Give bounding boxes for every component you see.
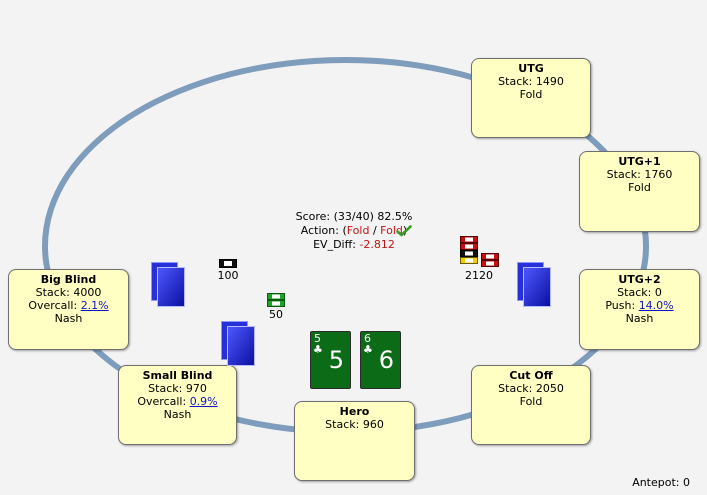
seat-name: UTG (518, 62, 544, 75)
bet-amount: 2120 (465, 269, 493, 282)
seat-action: Fold (628, 181, 651, 194)
action-prefix: Push: (605, 299, 636, 312)
card-rank: 6 (364, 332, 371, 345)
card-rank-large: 5 (328, 346, 344, 374)
seat-stack: Stack: 4000 (35, 286, 102, 299)
seat-action: Push: 14.0% (580, 299, 699, 312)
overcall-range-link[interactable]: 0.9% (189, 395, 218, 408)
action-prefix: Overcall: (137, 395, 187, 408)
seat-strategy: Nash (625, 312, 654, 325)
card-rank-large: 6 (378, 346, 394, 374)
seat-action: Fold (519, 88, 543, 101)
seat-action: Overcall: 0.9% (119, 395, 236, 408)
antepot-label: Antepot: 0 (632, 476, 690, 489)
chip-stack-icon (219, 259, 237, 268)
correct-answer: Fold (380, 224, 403, 237)
seat-cutoff[interactable]: Cut Off Stack: 2050 Fold (471, 365, 591, 445)
card-back-deck-icon (517, 262, 551, 307)
card-back-deck-icon (221, 321, 255, 366)
player-answer: Fold (346, 224, 370, 237)
club-suit-icon: ♣ (363, 343, 373, 356)
ev-diff-line: EV_Diff: -2.812 (313, 238, 395, 251)
seat-name: Small Blind (142, 369, 213, 382)
overcall-range-link[interactable]: 2.1% (80, 299, 109, 312)
seat-utg1[interactable]: UTG+1 Stack: 1760 Fold (579, 151, 700, 232)
checkmark-icon (396, 225, 412, 237)
seat-small-blind[interactable]: Small Blind Stack: 970 Overcall: 0.9% Na… (118, 365, 237, 445)
seat-action: Overcall: 2.1% (9, 299, 128, 312)
score-line: Score: (33/40) 82.5% (295, 210, 413, 223)
seat-name: Cut Off (509, 369, 553, 382)
seat-stack: Stack: 1490 (498, 75, 564, 88)
seat-stack: Stack: 960 (325, 418, 384, 431)
bet-amount: 50 (269, 308, 283, 321)
seat-utg[interactable]: UTG Stack: 1490 Fold (471, 58, 591, 138)
bet-amount: 100 (217, 269, 239, 282)
seat-stack: Stack: 2050 (498, 382, 564, 395)
seat-name: Big Blind (40, 273, 97, 286)
seat-strategy: Nash (163, 408, 192, 421)
chip-stack-icon (267, 293, 285, 307)
chip-stack-icon (460, 236, 499, 267)
seat-name: Hero (339, 405, 370, 418)
seat-hero[interactable]: Hero Stack: 960 (294, 401, 415, 481)
seat-stack: Stack: 1760 (606, 168, 673, 181)
club-suit-icon: ♣ (313, 343, 323, 356)
seat-name: UTG+2 (618, 273, 661, 286)
score-panel: Score: (33/40) 82.5% Action: (Fold / Fol… (284, 210, 424, 252)
seat-strategy: Nash (54, 312, 83, 325)
seat-action: Fold (519, 395, 543, 408)
seat-name: UTG+1 (618, 155, 661, 168)
hero-card-1: 5 ♣ 5 (310, 331, 351, 389)
card-back-deck-icon (151, 262, 185, 307)
hero-card-2: 6 ♣ 6 (360, 331, 401, 389)
card-rank: 5 (314, 332, 321, 345)
seat-stack: Stack: 970 (148, 382, 207, 395)
seat-stack: Stack: 0 (617, 286, 662, 299)
seat-big-blind[interactable]: Big Blind Stack: 4000 Overcall: 2.1% Nas… (8, 269, 129, 350)
ev-diff-value: -2.812 (359, 238, 395, 251)
push-range-link[interactable]: 14.0% (638, 299, 674, 312)
action-prefix: Overcall: (28, 299, 78, 312)
seat-utg2[interactable]: UTG+2 Stack: 0 Push: 14.0% Nash (579, 269, 700, 350)
